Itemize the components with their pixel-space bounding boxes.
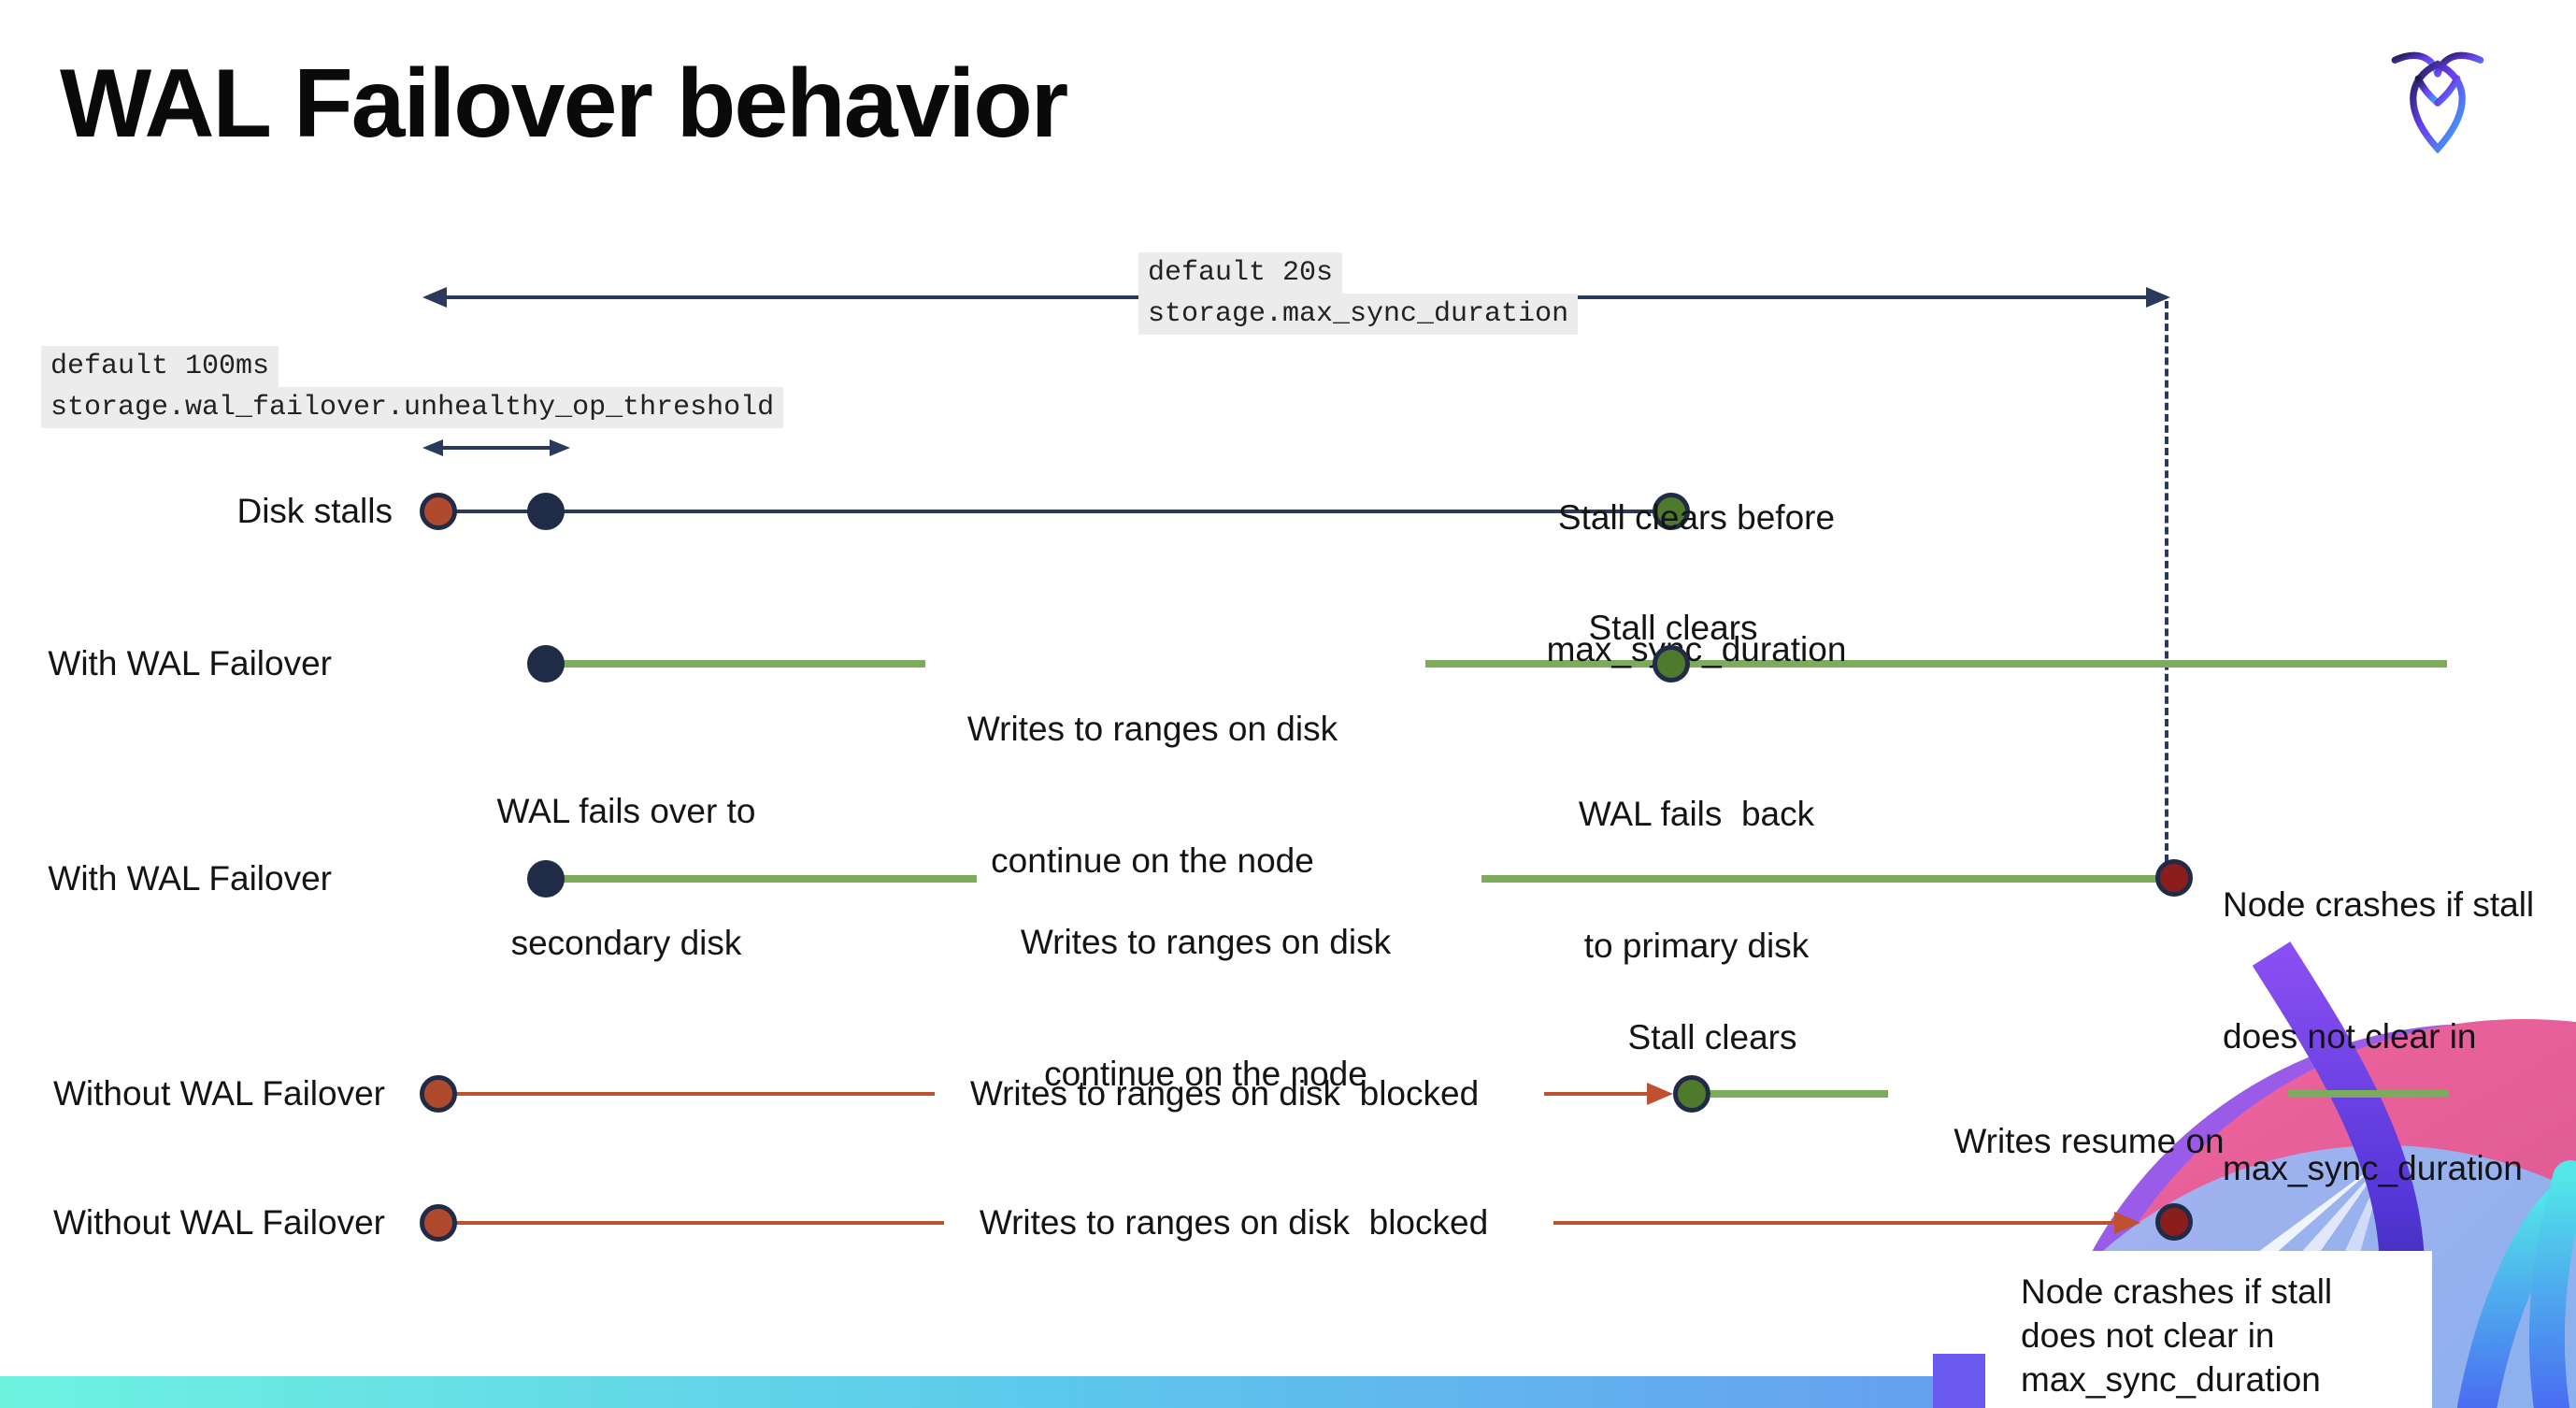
row3-failover-dot <box>527 860 565 898</box>
note-writes-continue-2: Writes to ranges on disk continue on the… <box>1020 923 1392 1093</box>
row1-timeline <box>438 510 1671 513</box>
note-wal-fails-over: WAL fails over to secondary disk <box>496 792 756 962</box>
threshold-arrow-line <box>437 446 553 450</box>
cockroachdb-logo-icon <box>2391 51 2484 154</box>
note-wal-fails-back: WAL fails back to primary disk <box>1578 795 1815 965</box>
note-writes-continue-1: Writes to ranges on disk continue on the… <box>966 710 1338 880</box>
row3-green-line-b <box>1481 875 2159 883</box>
row2-stall-clear-dot <box>1653 645 1690 682</box>
max-sync-dashed-line <box>2165 301 2168 862</box>
row5-red-line-b <box>1553 1221 2114 1225</box>
arrow-left-head-icon <box>422 287 447 308</box>
row4-stall-clear-dot <box>1673 1075 1710 1113</box>
threshold-arrow-left-icon <box>422 439 443 456</box>
note-stall-clears-2: Stall clears <box>1627 1018 1797 1056</box>
row4-red-arrow-head-icon <box>1647 1083 1673 1105</box>
row1-stall-clear-dot <box>1653 493 1690 530</box>
row5-stall-start-dot <box>420 1204 457 1242</box>
threshold-setting-label: storage.wal_failover.unhealthy_op_thresh… <box>41 387 784 428</box>
threshold-default-label: default 100ms <box>41 346 279 387</box>
row2-green-line-b <box>1425 660 1654 668</box>
row2-failover-dot <box>527 645 565 682</box>
row5-red-arrow-head-icon <box>2114 1212 2140 1234</box>
threshold-arrow-right-icon <box>550 439 570 456</box>
row-label-disk-stalls: Disk stalls <box>236 492 393 530</box>
max-sync-default-label: default 20s <box>1138 252 1343 294</box>
note-stall-clears-1: Stall clears <box>1588 609 1758 647</box>
row5-red-line-a <box>455 1221 944 1225</box>
crash-note-box: Node crashes if stall does not clear in … <box>1985 1251 2432 1408</box>
row-label-with-wal-failover-1: With WAL Failover <box>48 644 332 682</box>
arrow-right-head-icon <box>2146 287 2170 308</box>
note-node-crash-2: Node crashes if stall does not clear in … <box>2021 1272 2333 1399</box>
row1-stall-start-dot <box>420 493 457 530</box>
row-label-with-wal-failover-2: With WAL Failover <box>48 859 332 898</box>
row2-green-line-a <box>561 660 925 668</box>
row-label-without-wal-failover-1: Without WAL Failover <box>52 1074 385 1113</box>
note-node-crash-1: Node crashes if stall does not clear in … <box>2223 885 2535 1187</box>
row2-green-line-c <box>1688 660 2447 668</box>
row3-crash-dot <box>2155 859 2193 897</box>
max-sync-setting-label: storage.max_sync_duration <box>1138 294 1579 335</box>
note-writes-blocked-2: Writes to ranges on disk blocked <box>979 1203 1489 1242</box>
row-label-without-wal-failover-2: Without WAL Failover <box>52 1203 385 1242</box>
row4-green-line-a <box>1710 1090 1888 1098</box>
row3-green-line-a <box>561 875 977 883</box>
row4-green-line-b <box>2288 1090 2449 1098</box>
note-stall-clears-before: Stall clears before max_sync_duration <box>1546 498 1847 668</box>
page-title: WAL Failover behavior <box>60 50 1068 158</box>
row4-red-line-b <box>1544 1092 1647 1096</box>
row4-red-line-a <box>455 1092 935 1096</box>
row1-threshold-dot <box>527 493 565 530</box>
row4-stall-start-dot <box>420 1075 457 1113</box>
row5-crash-dot <box>2155 1203 2193 1241</box>
note-writes-blocked-1: Writes to ranges on disk blocked <box>969 1074 1480 1113</box>
